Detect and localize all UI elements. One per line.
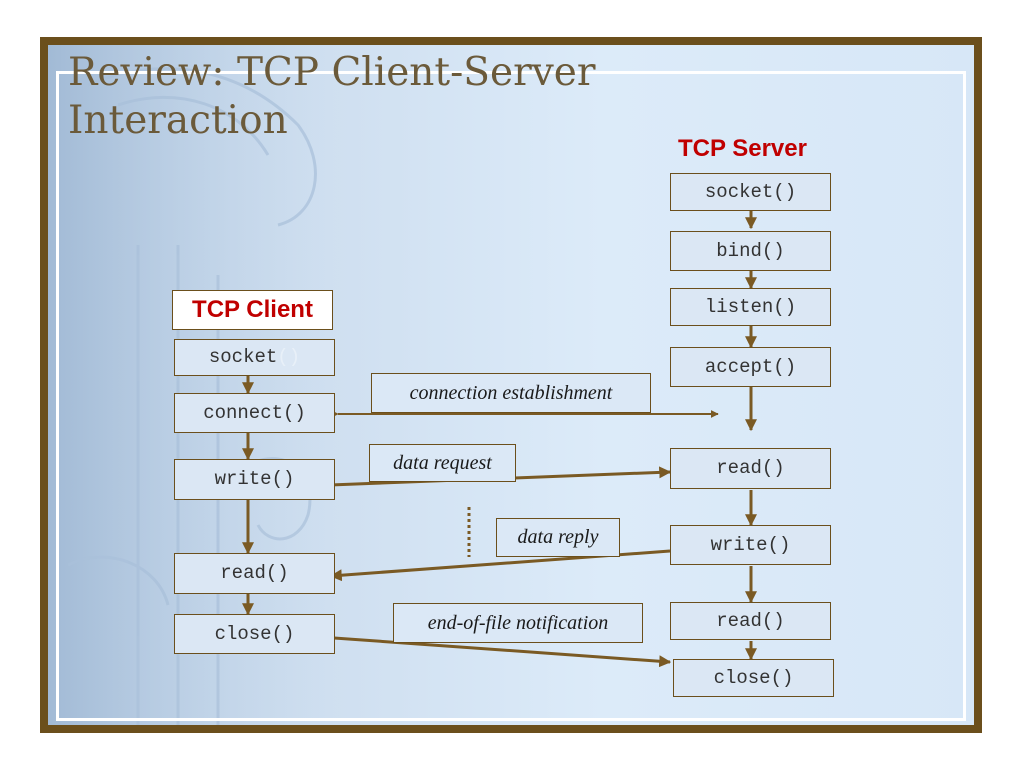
note-end-of-file: end-of-file notification <box>393 603 643 643</box>
server-label: TCP Server <box>678 135 807 162</box>
column-background-art <box>48 45 348 725</box>
slide-title-line-1: Review: TCP Client-Server <box>68 50 596 95</box>
note-connection-establishment: connection establishment <box>371 373 651 413</box>
server-listen-call: listen() <box>670 288 831 326</box>
note-data-request: data request <box>369 444 516 482</box>
server-write-call: write() <box>670 525 831 565</box>
slide-title-line-2: Interaction <box>68 98 288 143</box>
client-read-call: read() <box>174 553 335 594</box>
server-bind-call: bind() <box>670 231 831 271</box>
slide-title: Review: TCP Client-Server Interaction <box>68 49 595 145</box>
server-close-call: close() <box>673 659 834 697</box>
arrow-end-of-file <box>333 636 672 668</box>
client-socket-parens: () <box>277 346 301 368</box>
server-socket-call: socket() <box>670 173 831 211</box>
server-read-call-2: read() <box>670 602 831 640</box>
server-read-call: read() <box>670 448 831 489</box>
client-close-call: close() <box>174 614 335 654</box>
client-label: TCP Client <box>172 290 333 330</box>
client-socket-name: socket <box>208 346 278 368</box>
slide: Review: TCP Client-Server Interaction <box>40 37 982 733</box>
client-connect-call: connect() <box>174 393 335 433</box>
client-write-call: write() <box>174 459 335 500</box>
client-socket-call: socket() <box>174 339 335 376</box>
server-accept-call: accept() <box>670 347 831 387</box>
note-data-reply: data reply <box>496 518 620 557</box>
inner-frame <box>56 71 966 721</box>
